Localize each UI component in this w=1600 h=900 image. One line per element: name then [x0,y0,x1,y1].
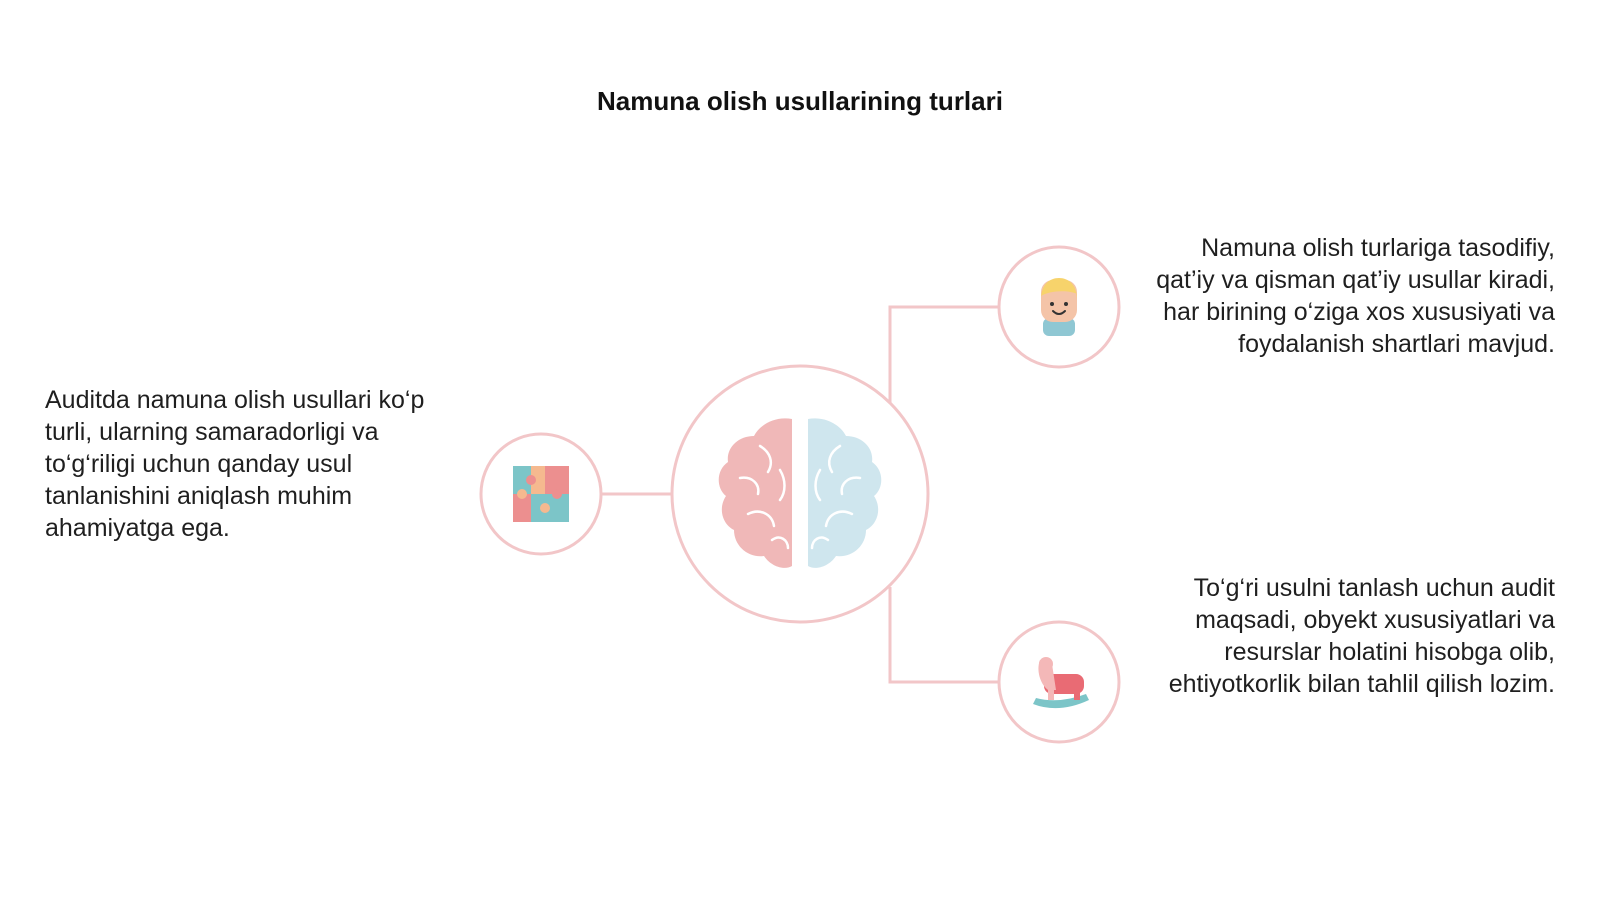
text-block-top-right: Namuna olish turlariga tasodifiy, qat’iy… [1156,234,1555,358]
page-title: Namuna olish usullarining turlari [597,86,1003,116]
puzzle-icon [513,466,569,522]
left-node [479,432,603,556]
connector-top-right [888,305,998,403]
bottom-right-node [997,620,1121,744]
brain-icon [718,418,882,568]
child-face-icon [1041,278,1077,336]
center-node [670,364,930,624]
rocking-horse-icon [1033,657,1089,709]
connector-lines [601,305,998,684]
text-block-left: Auditda namuna olish usullari ko‘p turli… [45,386,425,542]
connector-bottom-right [888,587,998,684]
top-right-node [997,245,1121,369]
text-block-bottom-right: To‘g‘ri usulni tanlash uchun audit maqsa… [1168,574,1555,698]
